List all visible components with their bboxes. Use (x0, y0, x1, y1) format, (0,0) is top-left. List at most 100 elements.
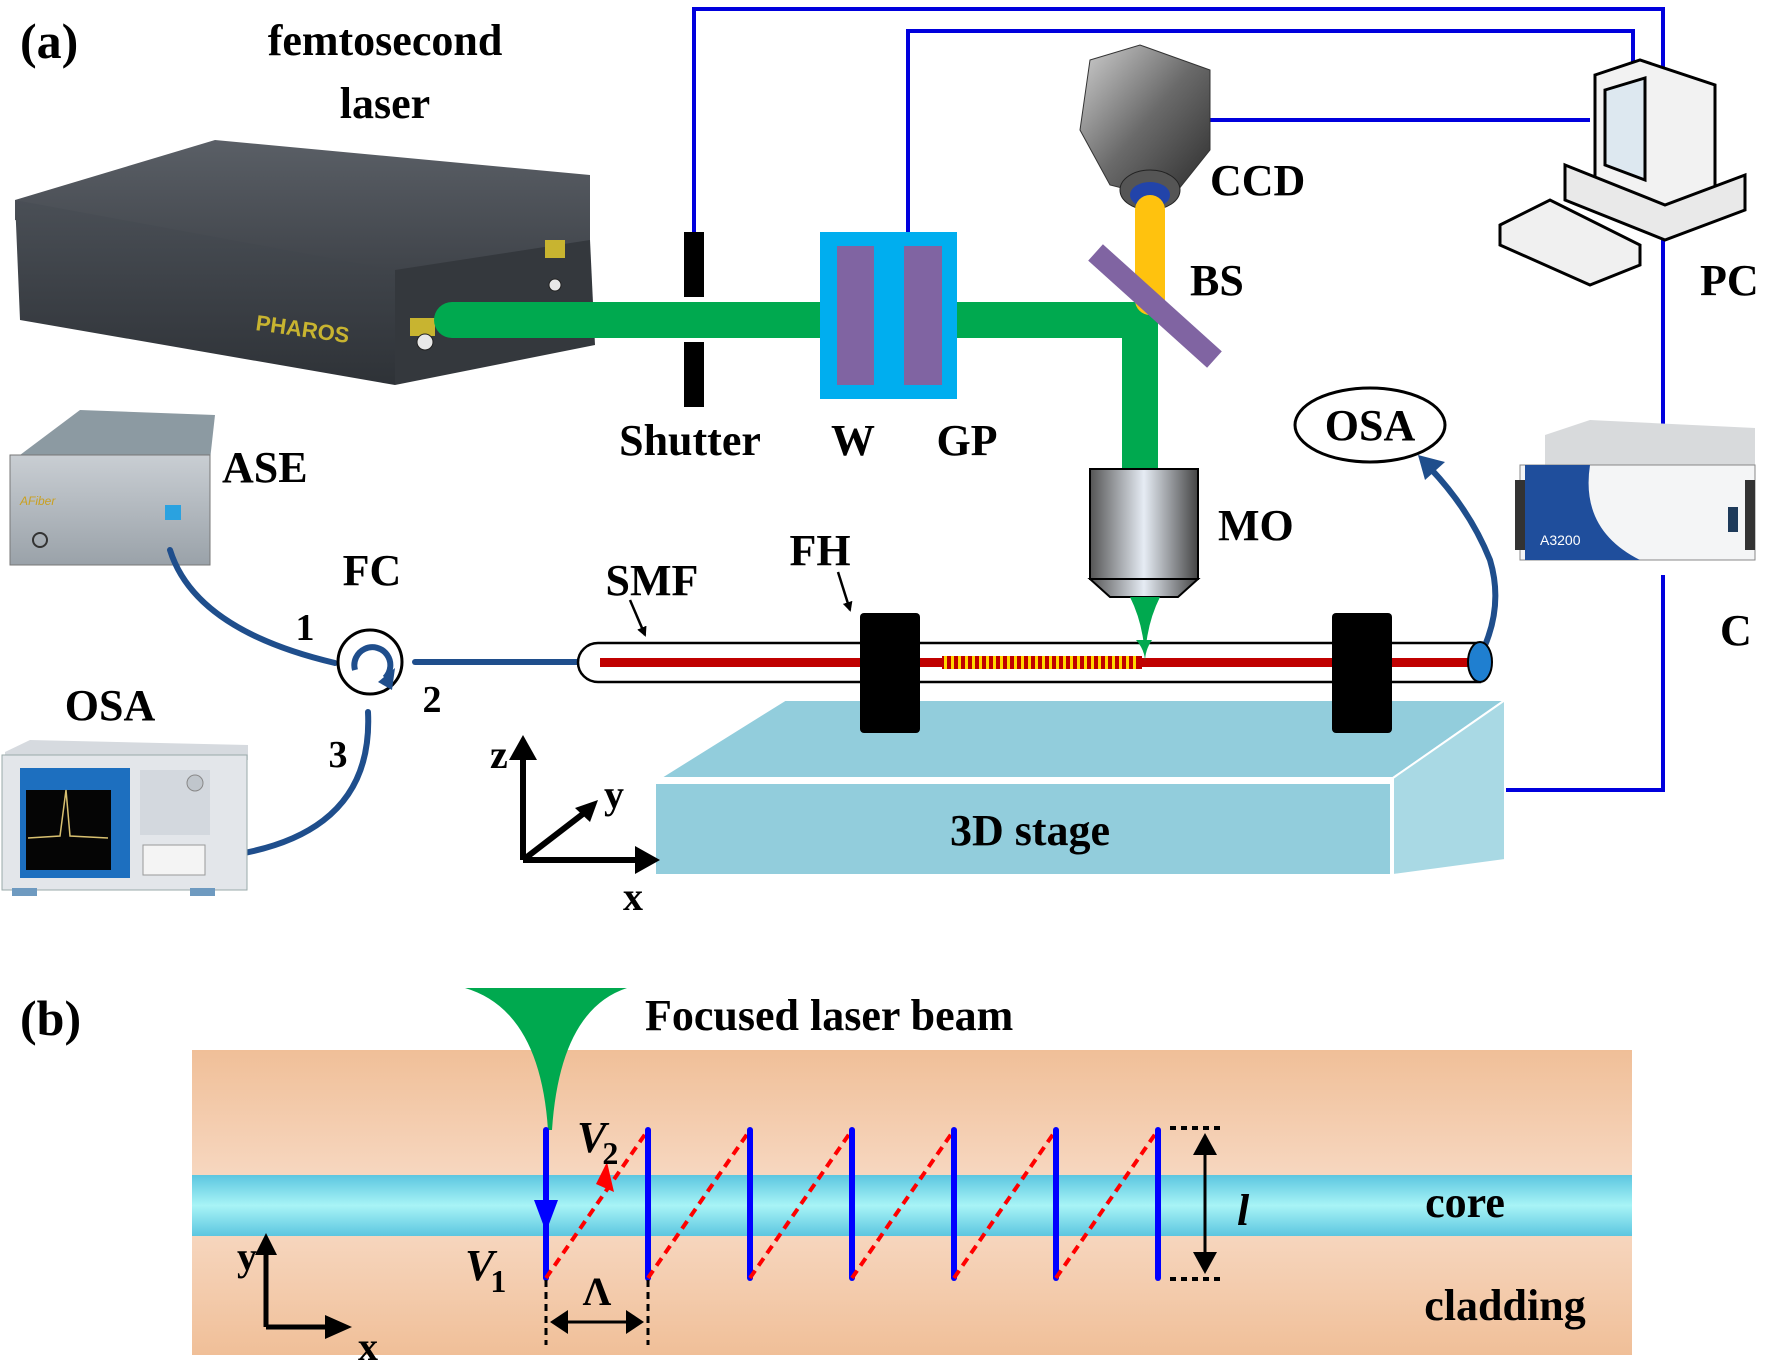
fbg-tooth (1112, 656, 1115, 669)
waveplate-polarizer-icon (820, 232, 957, 399)
arrow-into-osa-right (1418, 455, 1445, 480)
axis-y-arrowhead-b (255, 1233, 277, 1255)
controller-label: C (1720, 606, 1752, 655)
fbg-tooth (993, 656, 996, 669)
upward-arrow (596, 1162, 614, 1192)
period-marker (544, 1280, 650, 1345)
ccd-camera-icon (1079, 44, 1211, 211)
downward-arrow (534, 1200, 558, 1232)
port-3-label: 3 (329, 734, 348, 776)
wire-controller-stage (1450, 575, 1665, 792)
axis-x-arrowhead (635, 846, 660, 874)
fbg-tooth (979, 656, 982, 669)
optical-spectrum-analyzer-icon (1, 740, 248, 896)
fbg-tooth (1070, 656, 1073, 669)
focused-beam-label: Focused laser beam (645, 991, 1013, 1040)
axes-xy-icon (263, 1250, 330, 1330)
osa-left-label: OSA (65, 681, 156, 730)
beam-splitter-icon (1088, 244, 1222, 368)
fbg-tooth (1014, 656, 1017, 669)
shutter-icon (684, 232, 704, 407)
microscope-objective-label: MO (1218, 501, 1294, 550)
fbg-tooth (944, 656, 947, 669)
fiber-circulator-icon (336, 628, 404, 696)
fiber-ase-to-port1 (167, 547, 338, 666)
fbg-tooth (1063, 656, 1066, 669)
motion-controller-icon: A3200 (1515, 420, 1756, 561)
fbg-tooth (1035, 656, 1038, 669)
axis-x-label: x (623, 874, 643, 919)
port-1-label: 1 (296, 607, 315, 649)
fiber-cross-section (192, 1050, 1632, 1355)
axis-z-arrowhead (509, 735, 537, 760)
3d-stage-icon (654, 698, 1509, 877)
beam-splitter-label: BS (1190, 256, 1244, 305)
period-label: Λ (583, 1269, 612, 1314)
inscription-trajectory (534, 1127, 1161, 1281)
fbg-tooth (951, 656, 954, 669)
fbg-tooth (1098, 656, 1101, 669)
osa-right-ellipse (1293, 386, 1447, 464)
ase-label: ASE (222, 443, 308, 492)
axis-x-label-b: x (358, 1324, 378, 1365)
fh-pointer-arrow (836, 571, 853, 612)
fbg-tooth (1000, 656, 1003, 669)
core-region (192, 1175, 1632, 1236)
fiber-holder-label: FH (789, 526, 850, 575)
focused-spot (1136, 640, 1152, 662)
fbg-tooth (1021, 656, 1024, 669)
fbg-tooth (1007, 656, 1010, 669)
axis-y-label: y (604, 772, 624, 817)
length-marker (1170, 1126, 1222, 1281)
stage-label: 3D stage (950, 806, 1110, 855)
fbg-tooth (1105, 656, 1108, 669)
panel-b-label: (b) (20, 990, 81, 1046)
shutter-label: Shutter (619, 416, 761, 465)
fbg-tooth (1056, 656, 1059, 669)
focused-laser-beam-icon (465, 988, 627, 1130)
circulator-label: FC (343, 546, 402, 595)
cladding-label: cladding (1424, 1281, 1585, 1330)
smf-pointer-arrow (628, 599, 647, 637)
laser-beam (434, 302, 1158, 493)
ccd-label: CCD (1210, 156, 1305, 205)
laser-title-line1: femtosecond (268, 16, 503, 65)
polarizer-label: GP (936, 416, 997, 465)
fbg-tooth (1049, 656, 1052, 669)
length-label: l (1237, 1186, 1250, 1235)
fbg-tooth (1119, 656, 1122, 669)
laser-title-line2: laser (340, 79, 430, 128)
waveplate-label: W (831, 416, 875, 465)
fiber-holder-right (1332, 613, 1392, 733)
port-2-label: 2 (423, 679, 442, 721)
panel-a-label: (a) (20, 13, 78, 69)
controller-brand: A3200 (1540, 532, 1581, 548)
pc-label: PC (1700, 256, 1759, 305)
ase-source-icon: AFiber (9, 410, 215, 566)
axes-xyz-icon (520, 755, 640, 863)
core-label: core (1425, 1178, 1505, 1227)
fbg-tooth (958, 656, 961, 669)
axis-x-arrowhead-b (325, 1315, 352, 1339)
ase-brand: AFiber (19, 494, 56, 508)
microscope-objective-icon (1087, 468, 1201, 660)
axis-z-label: z (490, 732, 508, 777)
axis-y-arrowhead (575, 800, 598, 822)
fiber-smf-to-osa (1427, 465, 1499, 663)
fbg-tooth (1133, 656, 1136, 669)
fiber-holder-left (860, 613, 920, 733)
fbg-tooth (1126, 656, 1129, 669)
fbg-tooth (1084, 656, 1087, 669)
fbg-tooth (965, 656, 968, 669)
fbg-grating-teeth (944, 656, 1136, 669)
fbg-tooth (972, 656, 975, 669)
axis-y-label-b: y (237, 1234, 257, 1279)
computer-icon (1498, 58, 1747, 287)
osa-right-label: OSA (1325, 401, 1416, 450)
smf-label: SMF (606, 556, 699, 605)
fbg-tooth (986, 656, 989, 669)
fbg-tooth (1077, 656, 1080, 669)
fbg-tooth (1028, 656, 1031, 669)
femtosecond-laser-icon: PHAROS (15, 140, 595, 385)
fbg-tooth (1042, 656, 1045, 669)
